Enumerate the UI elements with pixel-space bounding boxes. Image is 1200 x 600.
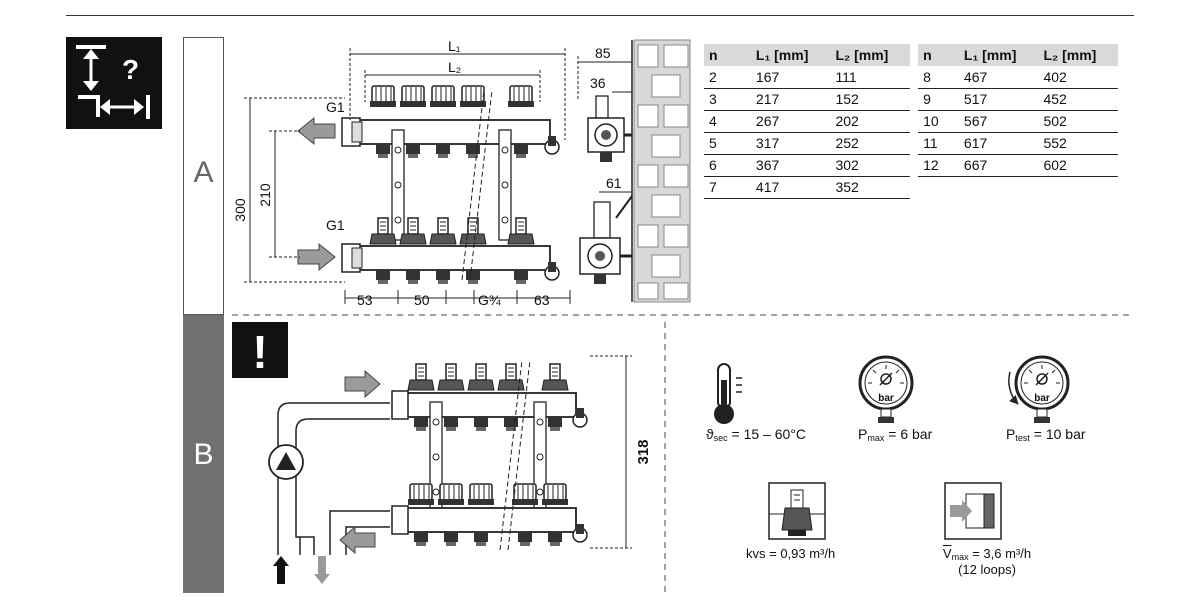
test-pressure-gauge-icon [1008, 355, 1070, 425]
dim-85: 85 [595, 45, 611, 61]
kvs-valve-icon [768, 482, 826, 540]
section-b-installation [268, 355, 632, 584]
thermometer-icon [714, 363, 742, 424]
dim-50: 50 [414, 292, 430, 308]
kvs-spec: kvs = 0,93 m³/h [746, 546, 836, 561]
section-a-side-view [579, 39, 691, 303]
max-pressure-spec: Pmax = 6 bar [858, 426, 933, 443]
dim-g34: G¾ [478, 292, 501, 308]
dim-36: 36 [590, 75, 606, 91]
section-a-front-view [297, 85, 560, 284]
header-l2-right: L₂ [mm] [1038, 44, 1118, 66]
gauge-unit-test: bar [1034, 393, 1050, 404]
dimension-help-icon: ? [76, 45, 150, 119]
dim-61: 61 [606, 175, 622, 191]
temperature-spec: ϑsec = 15 – 60°C [706, 426, 807, 443]
section-b-label: B [193, 438, 214, 471]
label-g1-top: G1 [326, 99, 345, 115]
header-l2-left: L₂ [mm] [830, 44, 910, 66]
dim-318: 318 [635, 439, 652, 464]
warning-exclamation: ! [252, 326, 267, 378]
warning-badge: ! [232, 322, 288, 378]
help-badge: ? [66, 37, 162, 129]
max-flow-spec: Vmax = 3,6 m³/h (12 loops) [942, 546, 1032, 577]
table-header-row: n L₁ [mm] L₂ [mm] n L₁ [mm] L₂ [mm] [704, 44, 1118, 66]
gauge-unit-max: bar [878, 393, 894, 404]
header-l1-left: L₁ [mm] [750, 44, 831, 66]
label-g1-bottom: G1 [326, 217, 345, 233]
header-l1-right: L₁ [mm] [958, 44, 1039, 66]
dim-l1: L₁ [448, 38, 461, 54]
warning-icon: ! [252, 326, 267, 378]
section-a-dimensions [244, 48, 632, 304]
pressure-gauge-icon [858, 355, 914, 425]
dim-63: 63 [534, 292, 550, 308]
help-question-mark: ? [122, 54, 139, 85]
section-a-label: A [193, 156, 214, 189]
dim-53: 53 [357, 292, 373, 308]
dim-300: 300 [232, 198, 248, 222]
top-rule [66, 15, 1134, 16]
dim-l2: L₂ [448, 59, 461, 75]
max-flow-icon [944, 482, 1002, 540]
section-b-band: B [183, 315, 224, 593]
test-pressure-spec: Ptest = 10 bar [1006, 426, 1086, 443]
section-a-band: A [183, 37, 224, 315]
header-n-right: n [918, 44, 959, 66]
header-n-left: n [704, 44, 751, 66]
dim-210: 210 [257, 183, 273, 207]
